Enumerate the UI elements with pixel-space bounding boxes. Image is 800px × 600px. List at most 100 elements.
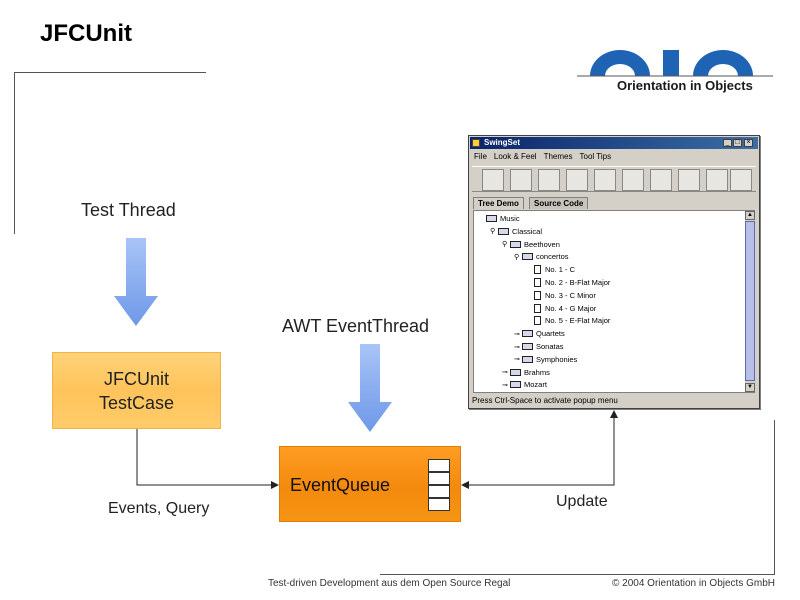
tree-node-label: Sonatas: [536, 342, 564, 351]
tree-handle-icon[interactable]: ⊸: [514, 330, 520, 338]
tree-node-label: No. 3 - C Minor: [545, 290, 596, 300]
tab-source-code[interactable]: Source Code: [529, 197, 589, 209]
document-icon: [534, 278, 541, 287]
window-icon: [472, 139, 480, 147]
swingset-title: SwingSet: [484, 138, 521, 147]
scroll-down-icon[interactable]: ▼: [745, 383, 755, 392]
company-name: Orientation in Objects: [617, 78, 753, 93]
toolbar: [472, 166, 756, 192]
queue-arrowhead-icon: [271, 481, 279, 489]
document-icon: [534, 316, 541, 326]
folder-icon: [522, 355, 533, 363]
document-icon: [534, 303, 541, 313]
testcase-box: JFCUnit TestCase: [52, 352, 221, 429]
internal-frame-demo-icon[interactable]: [482, 169, 504, 191]
tree-handle-icon[interactable]: ⊸: [514, 343, 520, 351]
tab-tree-demo[interactable]: Tree Demo: [473, 197, 524, 209]
window-arrowhead-icon: [610, 410, 618, 418]
test-thread-label: Test Thread: [81, 200, 176, 220]
tree-handle-icon[interactable]: ⊸: [502, 381, 508, 389]
queue-to-window-connector: [463, 414, 615, 486]
tree-node-label: No. 1 - C: [545, 265, 576, 275]
queue-stack: [428, 459, 450, 511]
tree-node[interactable]: ⚲ Classical: [490, 227, 542, 236]
tree-node-label: Mozart: [524, 380, 547, 390]
close-icon[interactable]: ×: [744, 139, 753, 147]
tree-node[interactable]: No. 5 - E-Flat Major: [526, 316, 611, 326]
tree-node-label: No. 4 - G Major: [545, 303, 597, 313]
tree-node-label: No. 5 - E-Flat Major: [545, 316, 611, 326]
option-pane-demo-icon[interactable]: [678, 169, 700, 191]
vertical-scrollbar[interactable]: ▲ ▼: [745, 211, 755, 392]
document-icon: [534, 290, 541, 300]
queue-left-arrowhead-icon: [461, 481, 469, 489]
swingset-window: SwingSet _ □ × File Look & Feel Themes T…: [468, 135, 760, 409]
menu-file[interactable]: File: [474, 152, 487, 161]
tree-node-label: concertos: [536, 252, 569, 262]
editor-pane-demo-icon[interactable]: [622, 169, 644, 191]
tree-node[interactable]: ⚲ concertos: [514, 252, 569, 261]
company-logo: Orientation in Objects: [575, 28, 775, 98]
test-thread-arrow-icon: [114, 238, 158, 326]
tree-handle-icon[interactable]: ⊸: [502, 369, 508, 377]
progress-bar-demo-icon[interactable]: [706, 169, 728, 191]
tree-node[interactable]: ⊸ Mozart: [502, 380, 547, 389]
tree-node[interactable]: No. 2 - B-Flat Major: [526, 278, 610, 287]
menu-themes[interactable]: Themes: [543, 152, 573, 161]
scroll-thumb[interactable]: [745, 221, 755, 381]
awt-event-thread-label: AWT EventThread: [282, 316, 430, 336]
logo-icon: [577, 50, 773, 77]
list-demo-icon[interactable]: [650, 169, 672, 191]
tree-node-label: Symphonies: [536, 354, 578, 364]
tree-handle-icon[interactable]: ⚲: [490, 228, 496, 236]
queue-slot: [428, 472, 450, 485]
tree-node[interactable]: ⚲ Beethoven: [502, 240, 560, 249]
scroll-pane-demo-icon[interactable]: [730, 169, 752, 191]
menu-tool-tips[interactable]: Tool Tips: [579, 152, 612, 161]
tree-handle-icon[interactable]: ⊸: [514, 356, 520, 364]
menu-bar: File Look & Feel Themes Tool Tips: [474, 152, 754, 163]
folder-icon: [522, 253, 533, 261]
tree-node-label: Beethoven: [524, 239, 560, 249]
tree-node-label: Classical: [512, 226, 543, 236]
minimize-icon[interactable]: _: [723, 139, 732, 147]
folder-icon: [522, 343, 533, 350]
tree-node[interactable]: ⊸ Symphonies: [514, 355, 577, 364]
tree-node[interactable]: Music: [478, 214, 520, 223]
tree-node[interactable]: ⊸ Brahms: [502, 368, 550, 377]
tree-node[interactable]: No. 4 - G Major: [526, 303, 597, 313]
left-rule: [14, 72, 15, 234]
tree-handle-icon[interactable]: ⚲: [502, 241, 508, 249]
tree-node-label: Brahms: [524, 367, 550, 377]
footer-right: © 2004 Orientation in Objects GmbH: [612, 578, 775, 589]
folder-icon: [522, 330, 533, 338]
maximize-icon[interactable]: □: [733, 139, 742, 147]
testcase-line2: TestCase: [98, 392, 175, 413]
folder-icon: [510, 368, 521, 376]
tree-handle-icon[interactable]: ⚲: [514, 253, 520, 261]
tree-node[interactable]: ⊸ Sonatas: [514, 342, 564, 351]
menu-look-and-feel[interactable]: Look & Feel: [493, 152, 537, 161]
tree-node[interactable]: No. 1 - C: [526, 265, 576, 275]
checkbox-demo-icon[interactable]: [510, 169, 532, 191]
tree-node[interactable]: ⊸Quartets: [514, 329, 565, 338]
folder-icon: [510, 381, 521, 389]
tree-node[interactable]: No. 3 - C Minor: [526, 290, 596, 300]
footer-left: Test-driven Development aus dem Open Sou…: [268, 578, 511, 589]
combobox-demo-icon[interactable]: [566, 169, 588, 191]
color-chooser-demo-icon[interactable]: [538, 169, 560, 191]
right-rule: [774, 420, 775, 575]
events-query-label: Events, Query: [108, 500, 210, 517]
scroll-up-icon[interactable]: ▲: [745, 211, 755, 220]
folder-icon: [498, 227, 509, 235]
testcase-to-queue-connector: [136, 429, 276, 486]
file-chooser-demo-icon[interactable]: [594, 169, 616, 191]
event-queue-box: EventQueue: [279, 446, 461, 522]
document-icon: [534, 265, 541, 275]
status-bar: Press Ctrl-Space to activate popup menu: [472, 396, 618, 405]
queue-slot: [428, 485, 450, 498]
queue-slot: [428, 498, 450, 511]
event-queue-label: EventQueue: [290, 475, 391, 495]
